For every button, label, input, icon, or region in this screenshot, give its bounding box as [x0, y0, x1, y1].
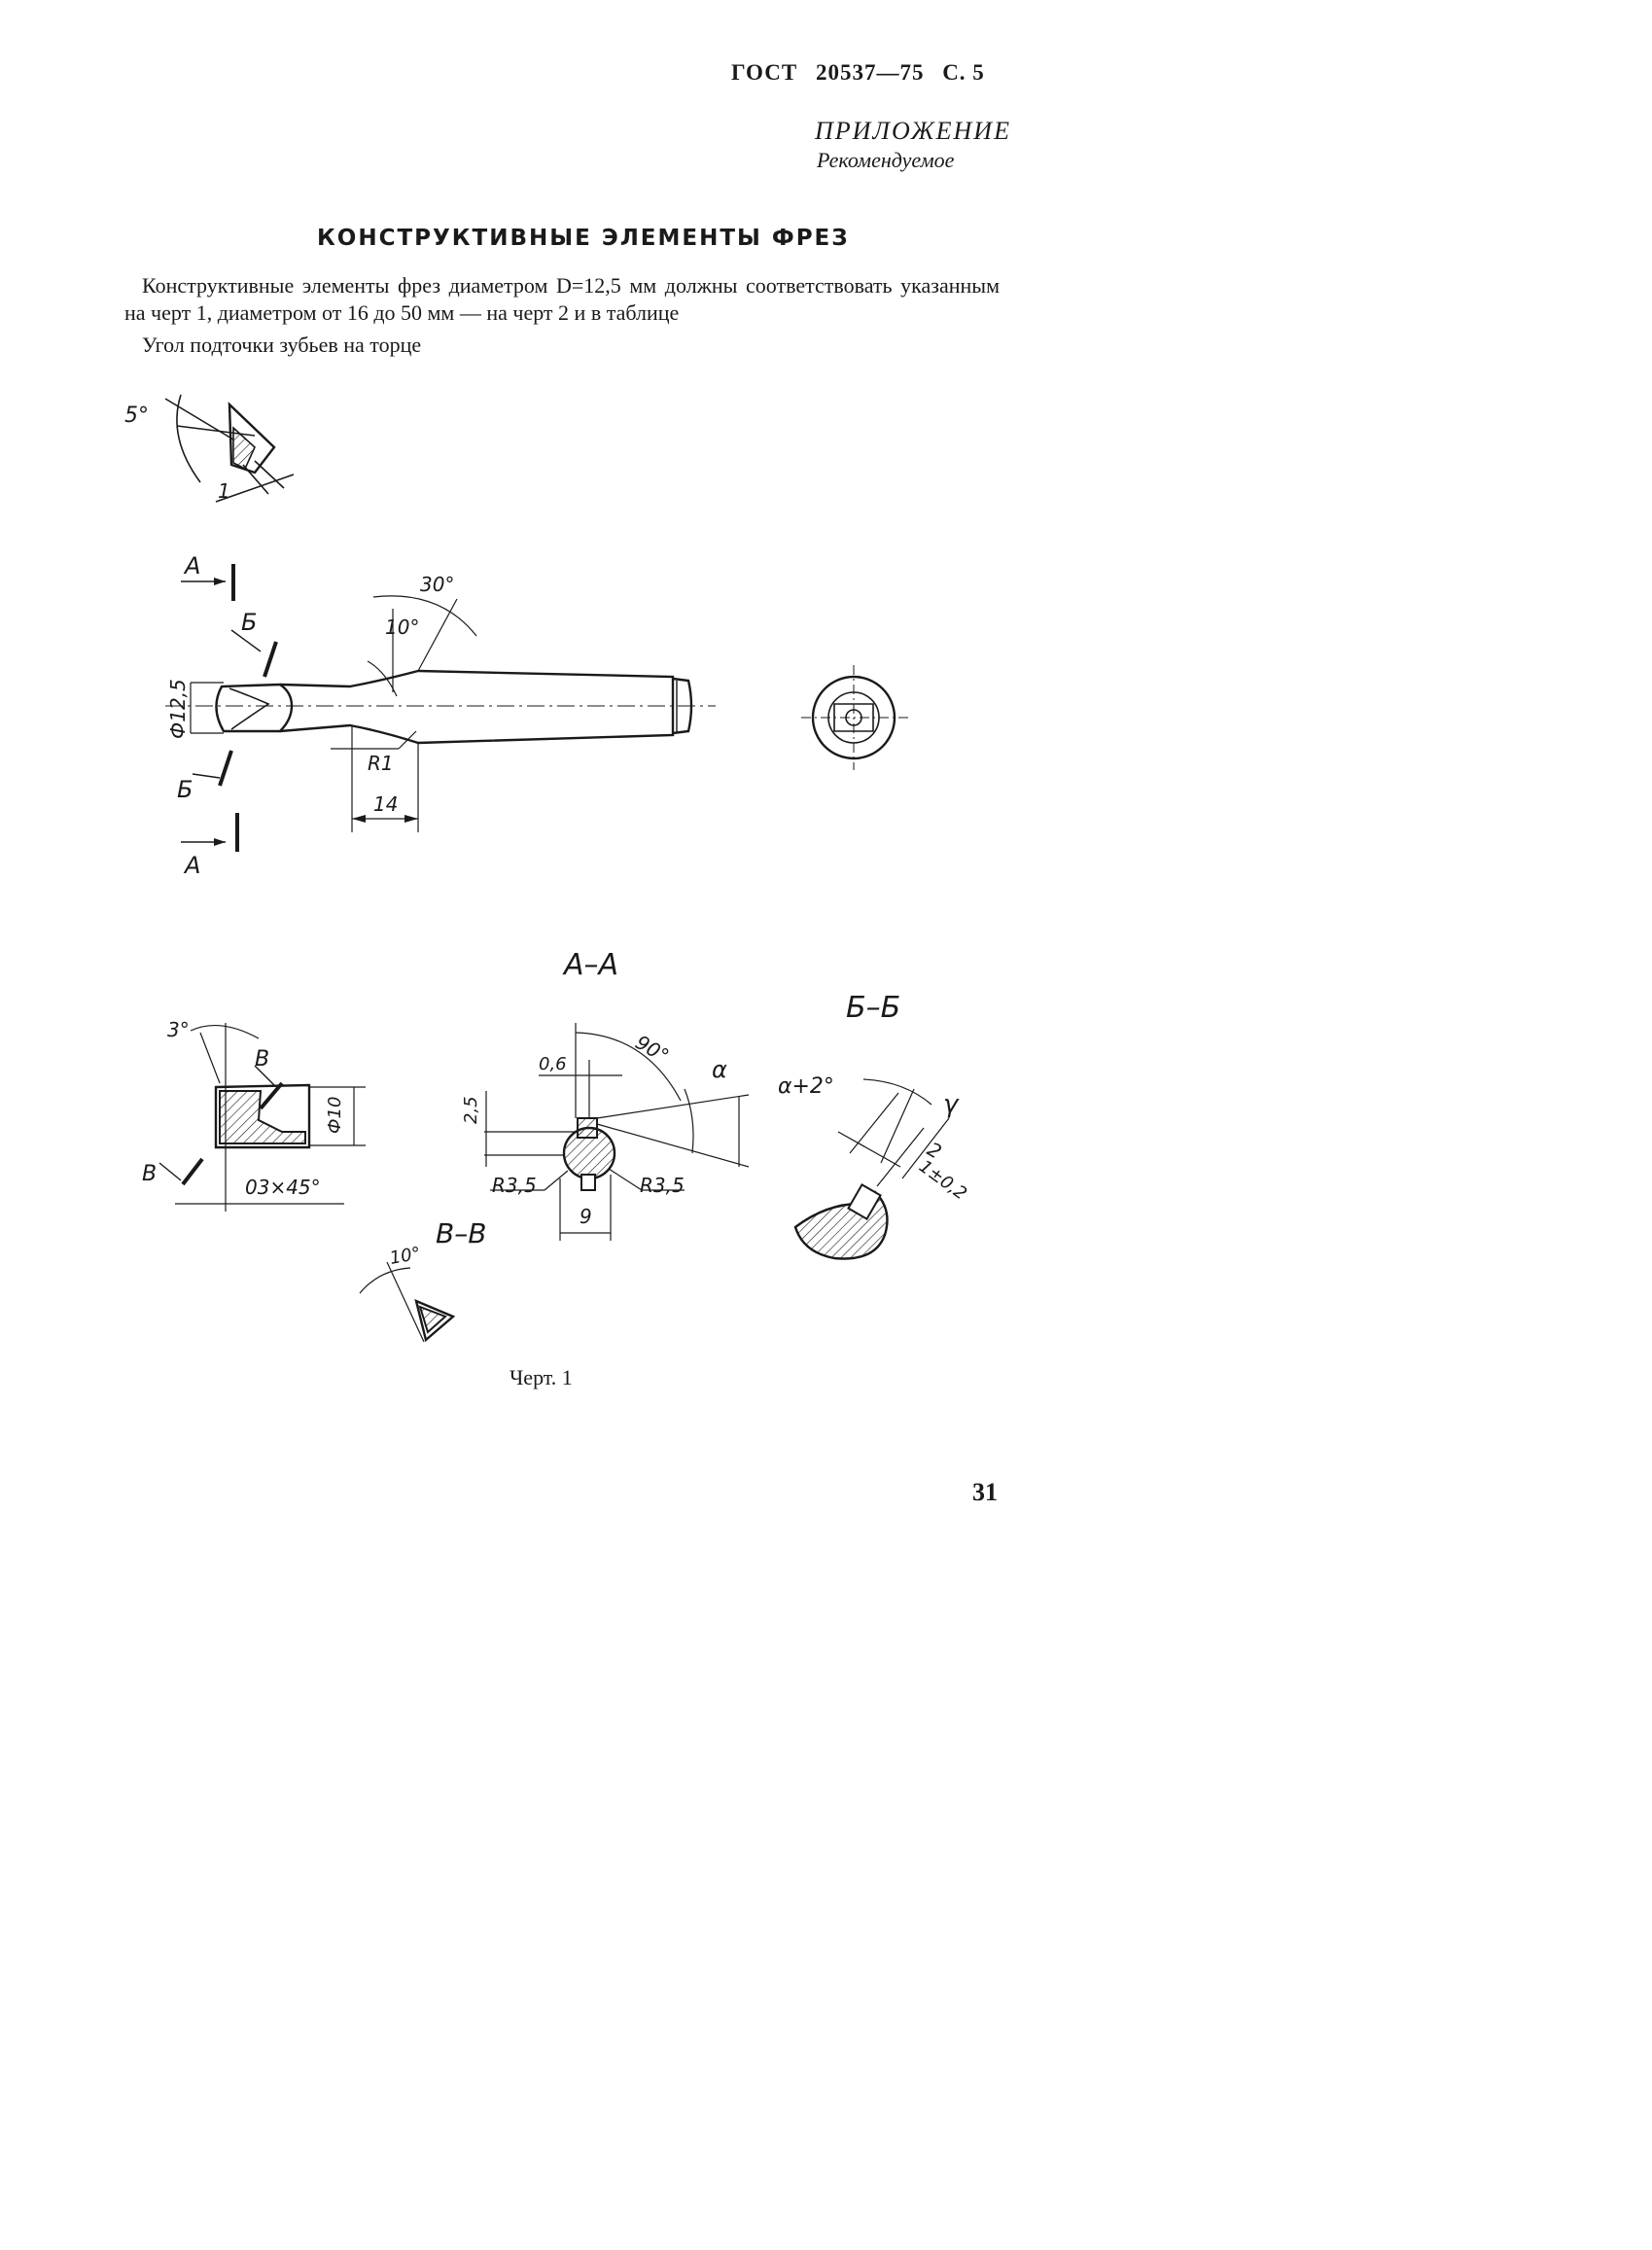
- section-B-bottom-label: Б: [177, 776, 193, 803]
- gamma-label: γ: [943, 1090, 960, 1119]
- diameter-10-label: Ф10: [325, 1097, 345, 1134]
- label-V-top: В: [255, 1047, 269, 1072]
- view-VV-label: В–В: [436, 1217, 486, 1249]
- label-V-bottom: В: [142, 1162, 157, 1186]
- dim-9-label: 9: [580, 1205, 592, 1228]
- section-BB-drawing: [793, 1078, 950, 1260]
- alpha-plus-2-label: α+2°: [778, 1074, 834, 1099]
- section-title: КОНСТРУКТИВНЫЕ ЭЛЕМЕНТЫ ФРЕЗ: [317, 226, 850, 251]
- diameter-12-5-label: Ф12,5: [166, 679, 190, 739]
- standard-label: ГОСТ: [731, 60, 798, 85]
- radius-right-label: R3,5: [640, 1174, 685, 1197]
- standard-number: 20537—75: [815, 60, 925, 85]
- angle-10-vv-label: 10°: [388, 1244, 422, 1269]
- dim-1-label: 1: [218, 479, 230, 503]
- section-B-top-label: Б: [241, 609, 257, 636]
- angle-10-label: 10°: [385, 615, 419, 639]
- page-number: 31: [972, 1478, 998, 1506]
- section-VV-drawing: [359, 1261, 456, 1343]
- view-AA-label: А–А: [562, 948, 618, 982]
- chamfer-label: 03×45°: [245, 1176, 321, 1199]
- appendix-status: Рекомендуемое: [817, 148, 955, 172]
- radius-left-label: R3,5: [492, 1174, 537, 1197]
- section-A-bottom-label: А: [183, 852, 200, 879]
- angle-90-label: 90°: [632, 1031, 674, 1069]
- technical-drawing: 5° 1 А А Б Б 30° 10°: [124, 394, 970, 1343]
- angle-5-label: 5°: [124, 404, 149, 428]
- dim-14-label: 14: [373, 792, 398, 816]
- dim-1-tolerance-label: 1±0,2: [915, 1156, 970, 1204]
- tooth-end-detail: [164, 394, 295, 503]
- radius-R1-label: R1: [368, 752, 394, 775]
- section-AA-drawing: [484, 1023, 750, 1241]
- appendix-label: ПРИЛОЖЕНИЕ: [815, 117, 1011, 145]
- cutter-side-view: [165, 564, 716, 852]
- figure-caption: Черт. 1: [510, 1365, 573, 1389]
- dim-0-6-label: 0,6: [539, 1054, 567, 1074]
- paragraph-angle: Угол подточки зубьев на торце: [142, 333, 422, 357]
- document-header: ГОСТ 20537—75 С. 5: [731, 60, 997, 86]
- paragraph-main: Конструктивные элементы фрез диаметром D…: [124, 273, 1000, 325]
- page-reference: С. 5: [942, 60, 985, 85]
- section-A-top-label: А: [183, 552, 200, 580]
- dim-2-5-label: 2,5: [461, 1096, 481, 1124]
- cutter-end-view: [801, 665, 908, 770]
- view-BB-label: Б–Б: [846, 991, 900, 1025]
- alpha-label: α: [712, 1056, 727, 1083]
- angle-3-label: 3°: [167, 1018, 190, 1041]
- angle-30-label: 30°: [420, 573, 454, 596]
- tip-detail: [158, 1023, 366, 1212]
